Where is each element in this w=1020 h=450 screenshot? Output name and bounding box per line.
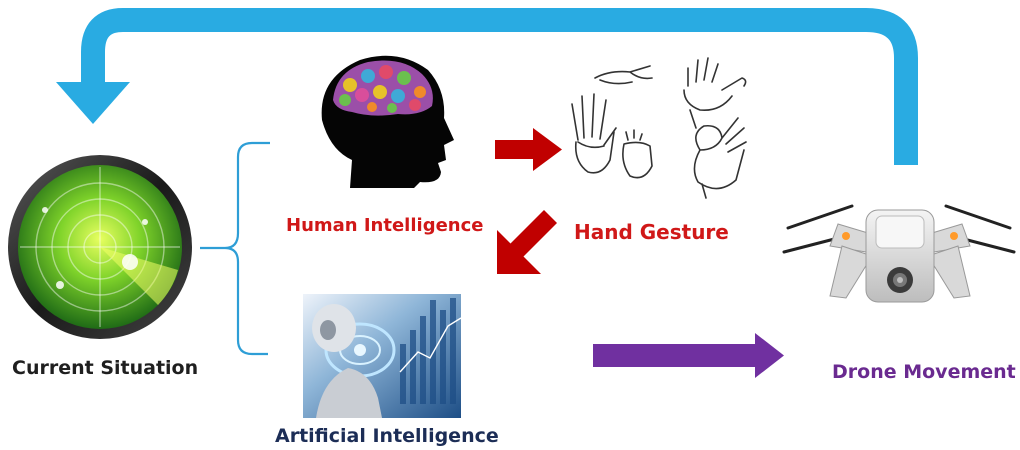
label-hand-gesture: Hand Gesture: [574, 220, 729, 244]
arrow-human-to-gesture: [495, 128, 562, 171]
hand-gestures-icon: [571, 57, 747, 199]
drone-icon: [782, 204, 1016, 303]
feedback-arrow: [56, 8, 918, 165]
ai-robot-image: [303, 294, 462, 418]
label-current-situation: Current Situation: [12, 357, 199, 379]
label-artificial-intelligence: Artificial Intelligence: [275, 425, 499, 447]
label-drone-movement: Drone Movement: [832, 361, 1016, 383]
arrow-to-drone: [593, 333, 784, 378]
bracket: [200, 141, 270, 356]
arrow-gesture-to-ai: [497, 210, 557, 274]
label-human-intelligence: Human Intelligence: [286, 215, 484, 236]
radar-icon: [8, 155, 192, 339]
brain-head-icon: [321, 55, 454, 188]
